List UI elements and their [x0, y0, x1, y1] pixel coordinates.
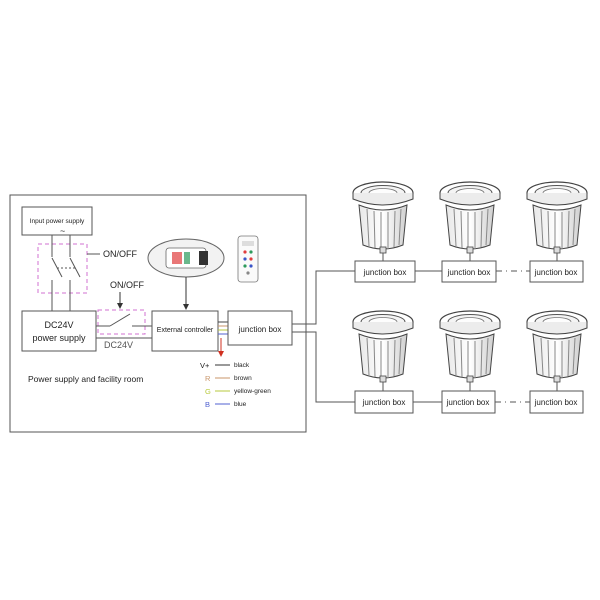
input-power-supply-box	[21, 206, 93, 236]
switch2-contact	[109, 313, 131, 327]
light-fixture-r2-1	[352, 310, 414, 383]
junction-box-r2-1-label: junction box	[362, 398, 406, 407]
facility-room-frame	[9, 194, 307, 433]
wire-legend-name-1: brown	[234, 375, 252, 382]
switch1-label: ON/OFF	[103, 249, 137, 259]
external-controller-label: External controller	[157, 327, 214, 334]
room-junction-box	[227, 310, 293, 346]
breaker-dashed-box	[37, 243, 88, 294]
light-fixture-r2-2	[439, 310, 501, 383]
room-caption: Power supply and facility room	[28, 374, 143, 384]
light-fixture-r2-3	[526, 310, 588, 383]
wire-legend: V+ black R brown G yellow-green B blue	[200, 361, 271, 409]
psu-label-line1: DC24V	[44, 320, 73, 330]
light-fixture-r1-3	[526, 181, 588, 254]
switch2-label: ON/OFF	[110, 280, 144, 290]
dc-label: DC24V	[104, 340, 133, 350]
room-junction-box-label: junction box	[238, 325, 282, 334]
remote-illustration	[237, 235, 259, 283]
junction-box-r1-3-label: junction box	[534, 268, 578, 277]
controller-illustration	[147, 238, 225, 278]
wire-legend-name-0: black	[234, 362, 250, 369]
junction-box-r1-1-label: junction box	[363, 268, 407, 277]
light-fixture-r1-1	[352, 181, 414, 254]
trunk-wire-row2	[292, 331, 355, 403]
ac-symbol: ~	[60, 226, 65, 236]
wire-legend-symbol-3: B	[205, 400, 210, 409]
wire-legend-symbol-0: V+	[200, 361, 210, 370]
junction-box-r2-3-label: junction box	[534, 398, 578, 407]
trunk-wire-row1	[292, 270, 355, 325]
psu-label-line2: power supply	[32, 333, 86, 343]
light-fixture-r1-2	[439, 181, 501, 254]
wire-legend-symbol-1: R	[205, 374, 211, 383]
wire-legend-symbol-2: G	[205, 387, 211, 396]
junction-box-r1-2-label: junction box	[447, 268, 491, 277]
switch2-dashed-box	[97, 309, 146, 335]
wire-legend-name-3: blue	[234, 401, 247, 408]
wire-legend-name-2: yellow-green	[234, 388, 271, 395]
dc24v-power-supply-box	[21, 310, 97, 352]
external-controller-box	[151, 310, 219, 352]
input-power-supply-label: Input power supply	[30, 218, 85, 225]
junction-box-r2-2-label: junction box	[446, 398, 490, 407]
